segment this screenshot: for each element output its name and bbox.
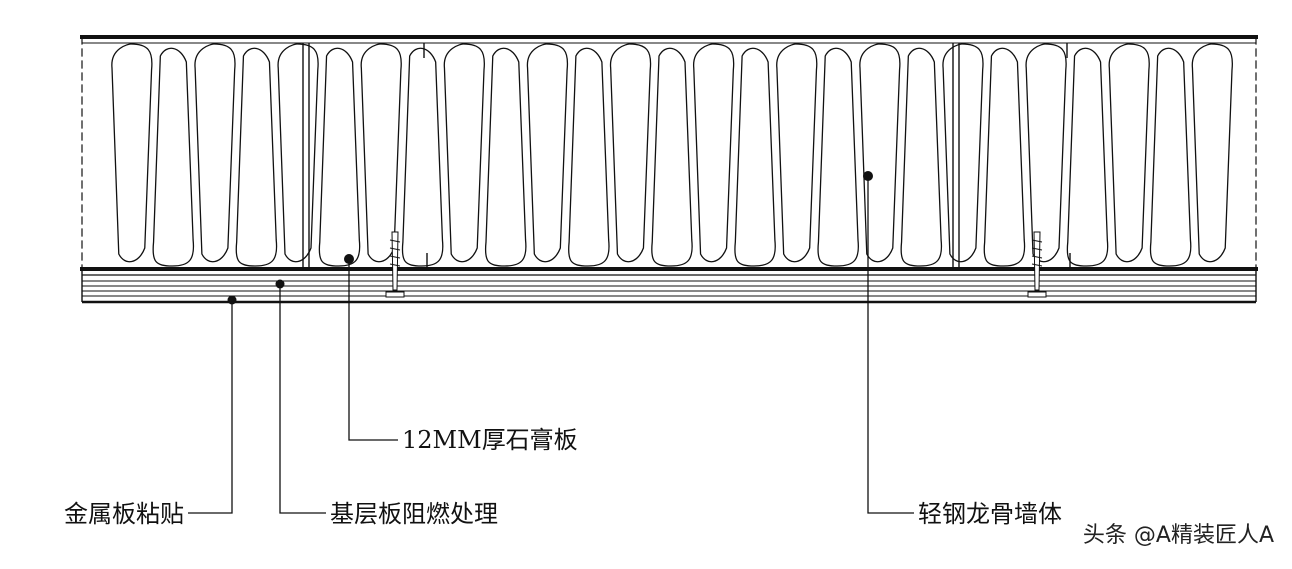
label-metal-panel: 金属板粘贴 <box>64 500 184 528</box>
label-fireproof-base: 基层板阻燃处理 <box>330 500 498 528</box>
wall-frame <box>80 35 1258 271</box>
leader-metal <box>188 300 233 514</box>
panel-layers <box>81 269 1257 304</box>
screw-right <box>1027 231 1047 298</box>
leader-dots <box>227 171 873 305</box>
watermark-text: 头条 @A精装匠人A <box>1083 523 1274 548</box>
leader-gypsum <box>348 259 398 441</box>
stud-left <box>302 43 428 269</box>
leader-lines <box>188 176 914 514</box>
dot-fireproof <box>275 279 285 289</box>
label-steel-stud-wall: 轻钢龙骨墙体 <box>918 500 1062 528</box>
stud-right <box>952 43 1071 269</box>
insulation-loops <box>111 43 1234 267</box>
screws <box>385 231 1047 298</box>
insulation-layer <box>111 43 1234 267</box>
screw-left <box>385 231 405 298</box>
steel-studs <box>302 43 1071 269</box>
leader-steel <box>867 176 914 514</box>
dot-gypsum <box>344 254 354 264</box>
leader-fireproof <box>279 284 326 514</box>
dot-steel <box>863 171 873 181</box>
label-gypsum-board: 12MM厚石膏板 <box>402 426 578 454</box>
dot-metal <box>227 295 237 305</box>
